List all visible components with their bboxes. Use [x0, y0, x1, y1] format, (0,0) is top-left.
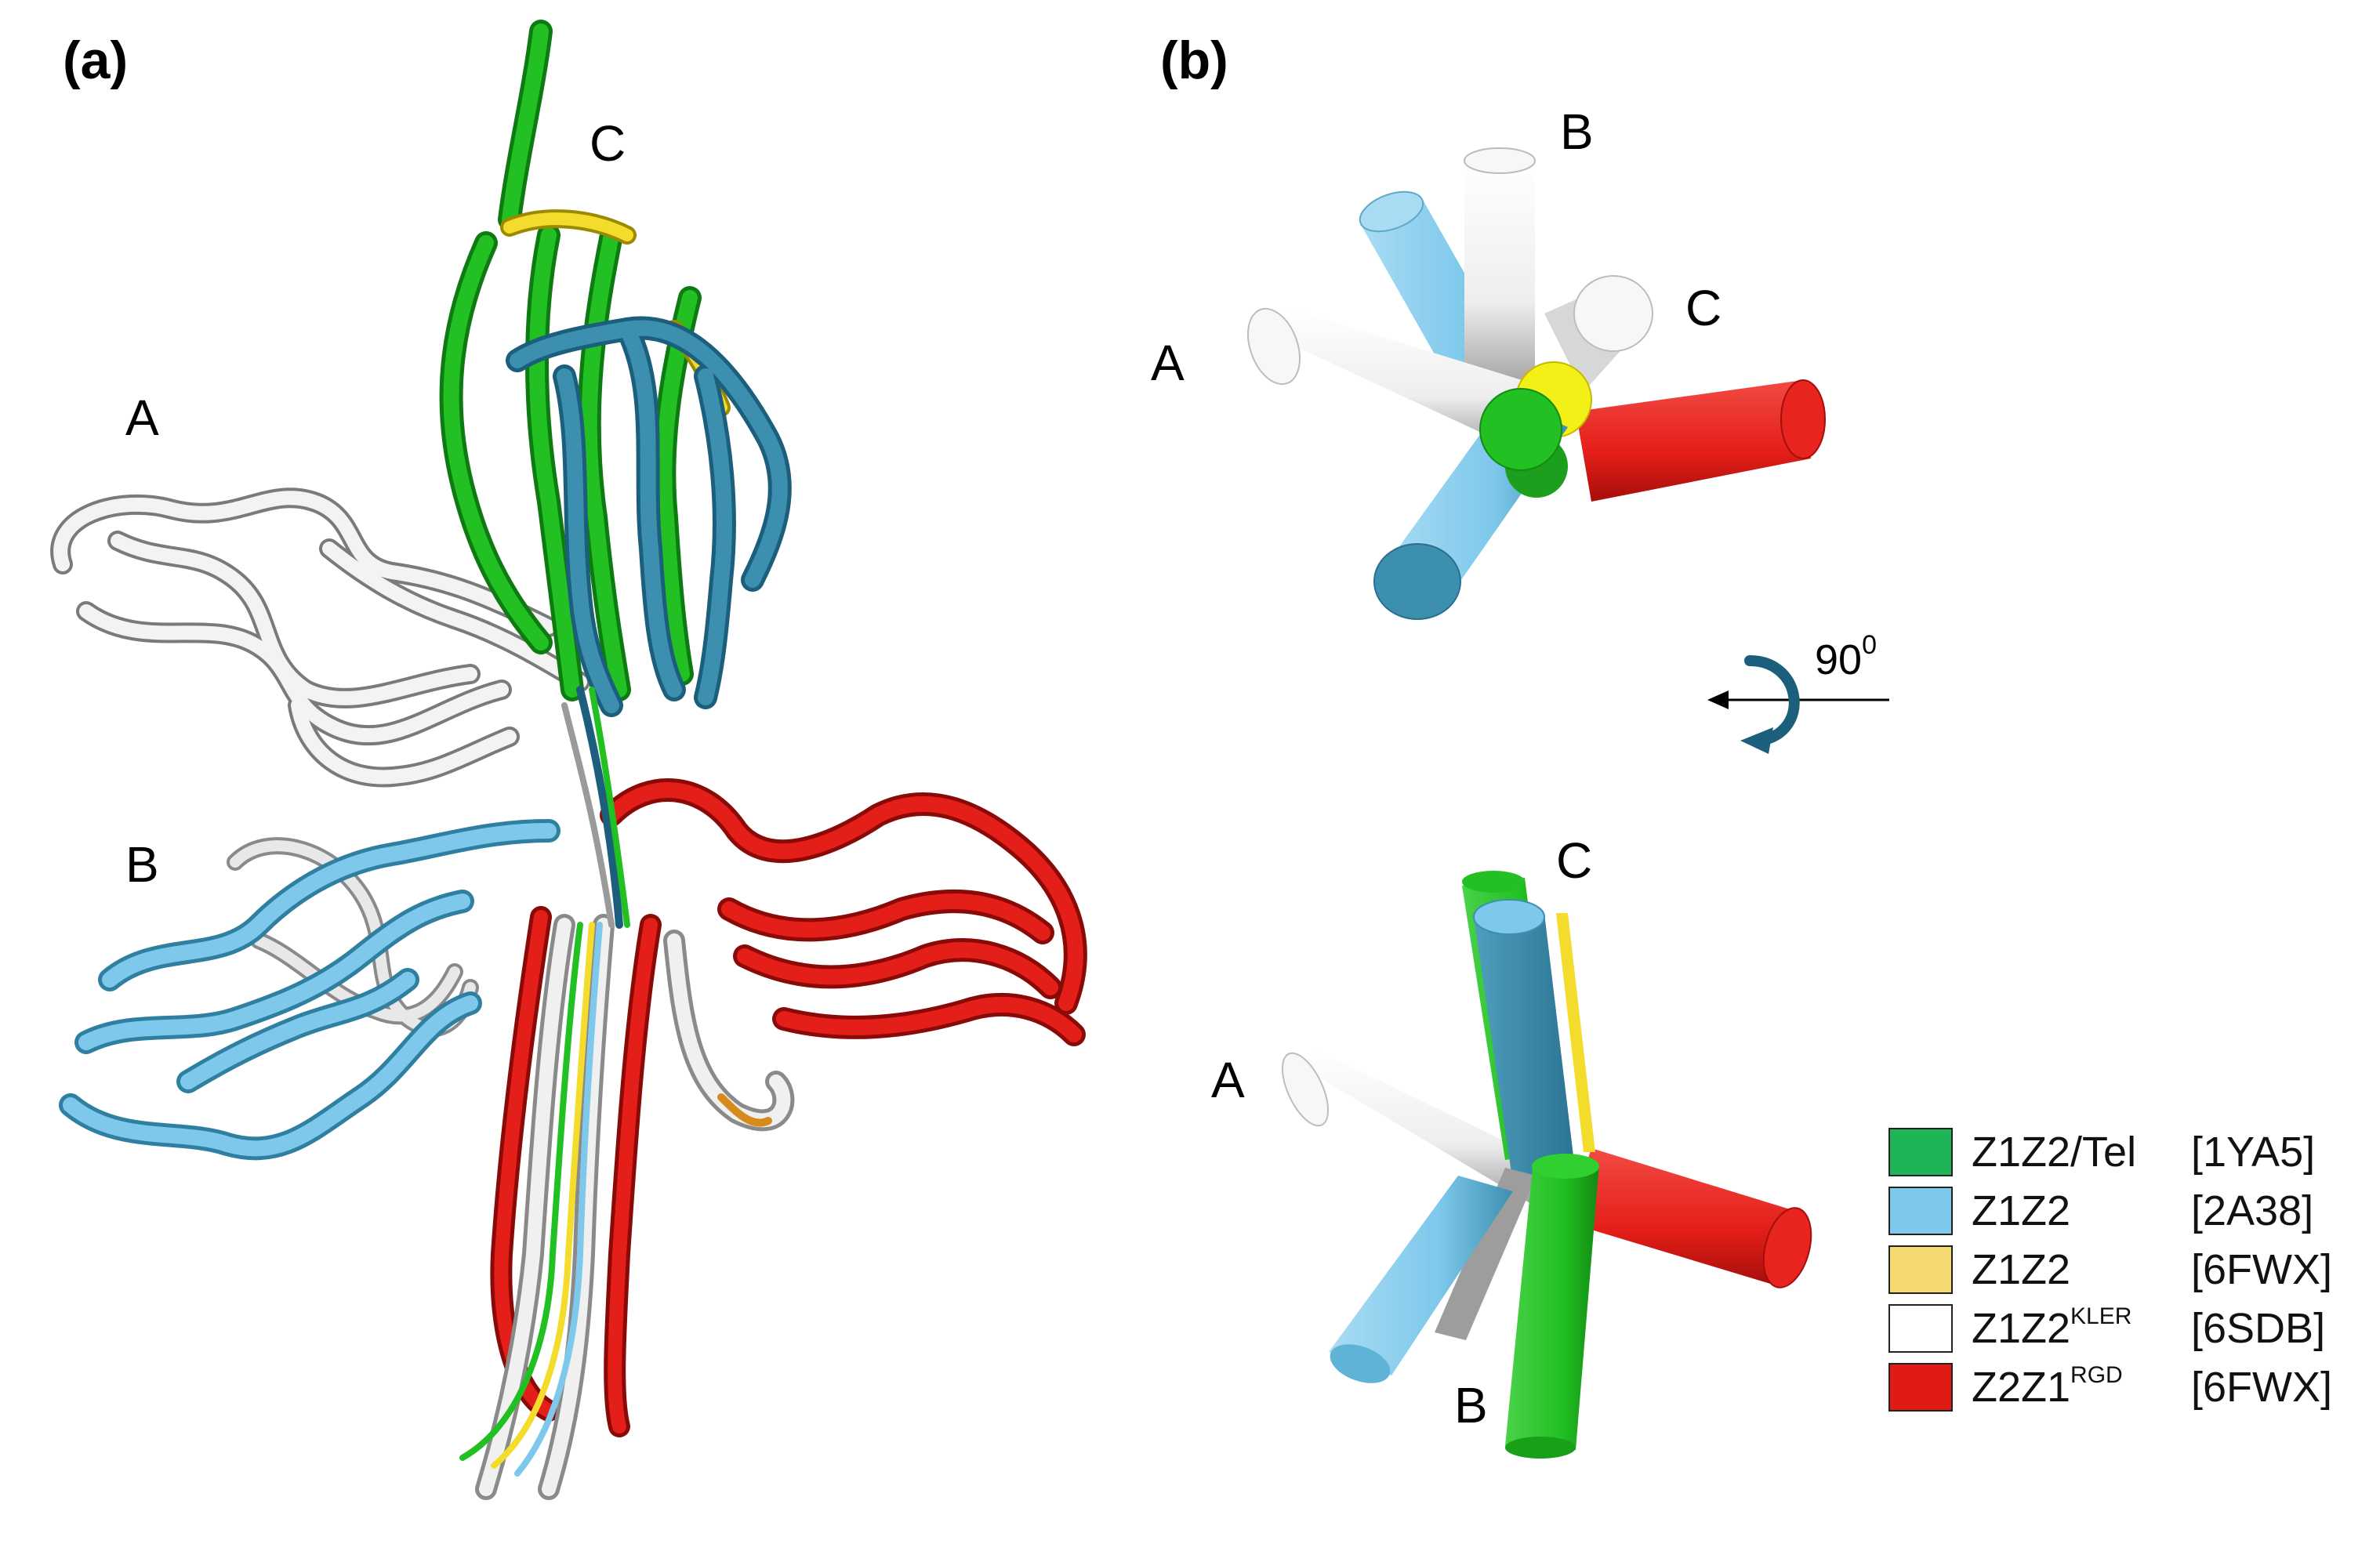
side-view-green-cylinder-b — [1505, 1154, 1599, 1459]
legend-item: Z2Z1RGD [6FWX] — [1888, 1362, 2332, 1412]
panel-a-domain-a-label: A — [125, 390, 159, 446]
legend-code: [6FWX] — [2191, 1246, 2332, 1293]
top-view-label-c: C — [1685, 280, 1722, 336]
rotation-arrowhead-icon — [1707, 690, 1729, 709]
legend-code: [6SDB] — [2191, 1305, 2325, 1352]
legend-swatch — [1888, 1187, 1953, 1235]
legend-swatch — [1888, 1128, 1953, 1176]
legend-swatch — [1888, 1363, 1953, 1412]
domain-c-ribbons — [439, 20, 792, 717]
top-view-white-cylinder-b — [1464, 147, 1536, 396]
legend: Z1Z2/Tel [1YA5] Z1Z2 [2A38] Z1Z2 [6FWX] Z1Z2KL… — [1888, 1128, 2332, 1412]
legend-name: Z1Z2KLER — [1972, 1303, 2131, 1352]
rotation-label: 900 — [1815, 630, 1877, 683]
side-view-blue-cylinder-b — [1329, 1176, 1513, 1383]
legend-item: Z1Z2 [2A38] — [1888, 1187, 2313, 1235]
top-view-white-cylinder-c — [1544, 275, 1654, 392]
legend-name: Z1Z2/Tel — [1972, 1129, 2136, 1176]
side-view-red-cylinder — [1568, 1148, 1812, 1288]
panel-b-label: (b) — [1160, 31, 1228, 90]
panel-a-domain-c-label: C — [590, 115, 626, 172]
rotation-angle: 90 — [1815, 636, 1862, 683]
legend-code: [1YA5] — [2191, 1129, 2315, 1176]
legend-code: [2A38] — [2191, 1187, 2313, 1234]
legend-name: Z1Z2 — [1972, 1187, 2070, 1234]
panel-b: (b) — [1151, 31, 2332, 1459]
rotation-indicator: 900 — [1707, 630, 1889, 754]
top-view-label-b: B — [1560, 103, 1594, 160]
panel-a-label: (a) — [63, 31, 128, 90]
legend-name: Z1Z2 — [1972, 1246, 2070, 1293]
panel-a: (a) — [50, 20, 1087, 1500]
lower-domain-ribbons — [459, 906, 795, 1500]
legend-item: Z1Z2/Tel [1YA5] — [1888, 1128, 2315, 1176]
side-view-label-a: A — [1211, 1052, 1245, 1108]
domain-a-white-ribbons — [50, 487, 590, 788]
side-view-label-b: B — [1454, 1377, 1488, 1433]
side-view-label-c: C — [1556, 832, 1592, 889]
domain-b-ribbons — [59, 819, 561, 1161]
rotation-arc-icon — [1744, 655, 1800, 746]
top-view-label-a: A — [1151, 335, 1185, 391]
top-view-red-cylinder — [1576, 379, 1826, 502]
legend-name: Z2Z1RGD — [1972, 1362, 2123, 1411]
side-view-white-cylinder-a — [1281, 1050, 1560, 1207]
top-view-green-end — [1479, 388, 1562, 471]
red-domain-ribbons — [600, 778, 1087, 1046]
legend-swatch — [1888, 1245, 1953, 1294]
panel-a-domain-b-label: B — [125, 836, 159, 893]
side-view-yellow-cylinder — [1556, 913, 1595, 1152]
rotation-unit-sup: 0 — [1862, 630, 1877, 660]
legend-swatch — [1888, 1304, 1953, 1353]
side-view: C A B — [1211, 832, 1812, 1459]
top-view: B C A — [1151, 103, 1826, 620]
linker-strands — [561, 686, 630, 929]
rotation-arc-arrowhead-icon — [1740, 727, 1773, 754]
side-view-blue-cylinder-c — [1473, 899, 1576, 1183]
legend-code: [6FWX] — [2191, 1364, 2332, 1411]
legend-item: Z1Z2 [6FWX] — [1888, 1245, 2332, 1294]
side-view-grey-cylinder — [1435, 1168, 1536, 1340]
legend-item: Z1Z2KLER [6SDB] — [1888, 1303, 2325, 1353]
